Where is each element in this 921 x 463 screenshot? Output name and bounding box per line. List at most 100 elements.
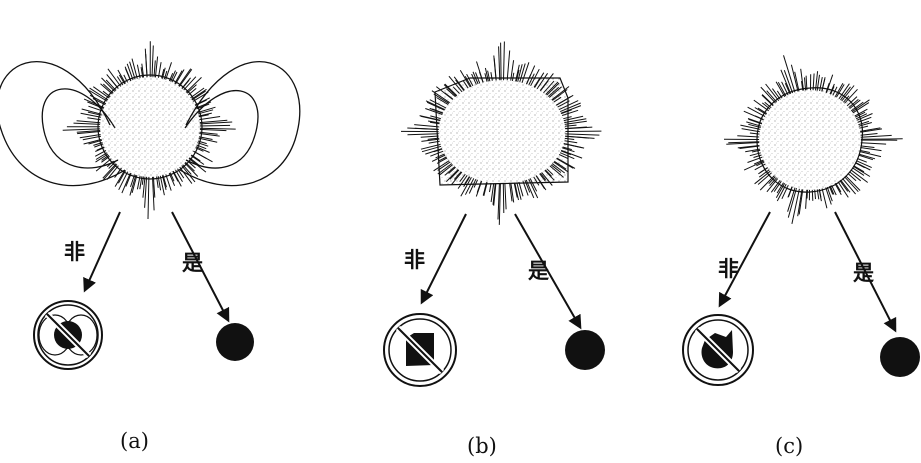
hair-spike [131, 58, 138, 79]
hair-spike [835, 182, 842, 193]
hair-spike [780, 69, 792, 94]
hair-spike [493, 183, 497, 206]
hair-spike [79, 134, 101, 139]
hair-spike [860, 147, 882, 152]
panel-b [383, 41, 605, 387]
no-label-c: 非 [718, 257, 739, 281]
hair-spike [794, 71, 800, 92]
hair-spike [407, 133, 439, 136]
hair-spike [503, 41, 505, 81]
hair-spike [844, 176, 859, 193]
hair-spike [199, 127, 236, 130]
hair-spike [492, 183, 496, 205]
hair-spike [565, 133, 600, 136]
hair-spike [152, 176, 156, 198]
spikes-a [62, 41, 236, 220]
hair-spike [76, 120, 101, 124]
hair-spike [798, 189, 804, 215]
hair-spike [172, 170, 182, 187]
hair-spike [153, 60, 156, 78]
hair-spike [191, 90, 206, 101]
arrow-yes-c [834, 211, 897, 333]
hair-spike [178, 68, 192, 87]
hair-spike [839, 180, 849, 192]
hair-spike [787, 187, 796, 212]
arrow-no-b [420, 213, 467, 305]
panel-a [0, 41, 301, 370]
hair-spike [860, 145, 875, 148]
hair-spike [500, 42, 502, 81]
hair-spike [850, 169, 869, 183]
hair-spike [199, 133, 220, 137]
hair-spike [129, 174, 137, 196]
hair-spike [199, 131, 218, 135]
hair-spike [797, 189, 803, 217]
hair-spike [81, 108, 102, 115]
hair-spike [194, 97, 211, 106]
hair-spike [152, 176, 155, 211]
hair-spike [147, 176, 150, 220]
hair-spike [114, 169, 126, 187]
hair-spike [510, 183, 515, 203]
hair-spike [728, 141, 760, 144]
hair-spike [191, 88, 207, 100]
forbidden-irregular-icon [682, 314, 754, 386]
hair-spike [791, 188, 800, 225]
hair-spike [62, 128, 101, 131]
hair-spike [858, 153, 876, 160]
hair-spike [154, 56, 159, 78]
hair-spike [87, 101, 104, 109]
hair-spike [739, 145, 760, 149]
black-hole-b [565, 330, 605, 370]
hair-spike [95, 158, 112, 172]
hair-spike [421, 138, 440, 142]
hair-spike [129, 61, 136, 80]
hair-spike [504, 183, 507, 210]
hair-spike [183, 76, 197, 91]
hair-spike [181, 165, 196, 183]
hair-spike [825, 187, 832, 205]
hair-spike [497, 183, 500, 220]
hair-spike [165, 62, 172, 80]
hair-spike [740, 124, 761, 130]
hair-spike [188, 157, 207, 173]
hair-spike [565, 126, 587, 129]
hair-spike [805, 189, 808, 209]
yes-label-a: 是 [182, 251, 203, 275]
no-label-b: 非 [404, 248, 425, 272]
hair-spike [89, 87, 109, 101]
hair-spike [510, 60, 515, 81]
hair-spike [159, 175, 165, 196]
hair-spike [178, 69, 193, 87]
hair-spike [840, 179, 851, 193]
hair-spike [845, 175, 861, 191]
hair-spike [121, 172, 131, 194]
hair-spike [80, 112, 102, 118]
hair-spike [192, 91, 209, 102]
hair-spike [142, 176, 146, 198]
hair-spike [145, 53, 148, 78]
yes-label-c: 是 [853, 261, 874, 285]
hair-spike [777, 81, 787, 97]
hair-spike [509, 183, 513, 202]
hair-spike [89, 90, 108, 102]
hair-spike [860, 128, 883, 133]
hair-spike [493, 58, 497, 81]
sphere-a [97, 74, 203, 180]
hair-spike [783, 70, 794, 94]
hair-spike [775, 81, 786, 97]
hair-spike [179, 166, 193, 184]
hair-spike [199, 121, 233, 125]
hair-spike [821, 188, 828, 209]
hair-spike [199, 128, 227, 132]
hair-spike [76, 130, 101, 133]
hair-spike [106, 165, 119, 180]
hair-spike [860, 134, 892, 138]
hair-spike [859, 149, 871, 153]
hair-spike [741, 128, 760, 133]
hair-spike [860, 127, 881, 132]
hair-spike [102, 163, 117, 179]
hair-spike [860, 142, 887, 145]
hair-spike [175, 69, 185, 85]
hair-spike [118, 171, 129, 191]
